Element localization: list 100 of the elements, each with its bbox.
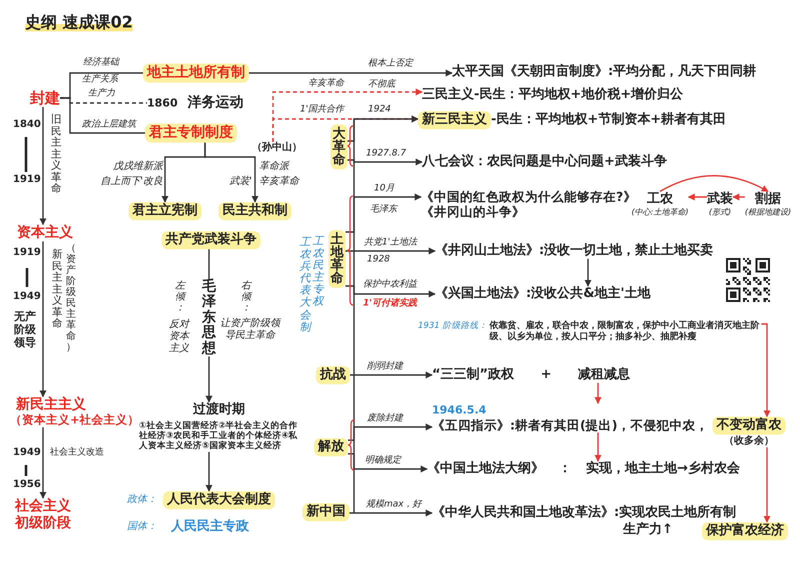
arrow — [40, 241, 46, 398]
note-label: 自上而下'改良 — [100, 176, 163, 188]
arrow — [206, 356, 212, 403]
highlight-label: 人民代表大会制度 — [163, 491, 275, 509]
highlight-label: 君主立宪制 — [128, 202, 202, 220]
heading: 过渡时期 — [193, 402, 245, 418]
highlight-label: 抗战 — [316, 366, 350, 384]
caption-label: （收多余） — [724, 435, 774, 448]
edge-label: 10月 — [374, 184, 394, 194]
highlight-label: 解放 — [314, 438, 348, 456]
year-label: 1919 — [13, 174, 41, 186]
connector-line — [353, 119, 355, 513]
connector-line — [208, 248, 210, 280]
edge-label: 保护中农利益 — [363, 280, 417, 290]
arrow — [350, 510, 433, 516]
arrow — [348, 116, 419, 142]
edge-label: 削弱封建 — [367, 362, 403, 372]
date-label: 1946.5.4 — [432, 403, 486, 417]
edge-label: 戊戌维新派 — [113, 161, 163, 173]
title: 史纲 速成课02 — [25, 12, 133, 32]
arrow — [764, 447, 770, 523]
note-label: 辛亥革命 — [259, 176, 299, 188]
era-label: 社会主义初级阶段 — [15, 498, 72, 532]
connector-line — [60, 97, 145, 134]
term-label: 武装 — [707, 191, 733, 207]
caption-label: (中心:土地革命) — [632, 207, 688, 217]
edge-label: 生产力 — [88, 88, 115, 100]
arrow — [40, 107, 46, 226]
note-label: 左倾： — [175, 280, 185, 314]
edge-label: 废除封建 — [367, 414, 403, 424]
term-label: 工农 — [647, 191, 673, 207]
edge-label: 规模max，好 — [366, 500, 422, 510]
note-label: 毛泽东 — [370, 204, 397, 216]
era-label: 资本主义 — [17, 224, 73, 242]
note-label: 生产关系 — [82, 74, 118, 86]
edge-label: 经济基础 — [83, 58, 119, 68]
arrow — [584, 258, 592, 287]
highlight-label: 新三民主义 — [418, 111, 491, 129]
year-label: 1919 — [13, 247, 41, 259]
edge-label: 共党1'土地法 — [364, 238, 418, 248]
highlight-label: 君主专制制度 — [145, 124, 237, 142]
note-label: 1'可付诸实践 — [363, 298, 418, 310]
note-text: 《五四指示》:耕者有其田(提出)，不侵犯中农， — [432, 418, 708, 433]
paragraph: 依靠贫、雇农，联合中农，限制富农，保护中小工商业者消灭地主阶级、以乡为单位，按人口平分；抽多补少、抽肥补瘦 — [489, 320, 760, 342]
note-label: 武装' — [229, 176, 252, 188]
note-text: 《井冈山土地法》:没收一切土地，禁止土地买卖 — [435, 243, 714, 259]
year-label: 1956 — [13, 479, 41, 491]
highlight-label: 地主土地所有制 — [143, 64, 249, 82]
year-label: 1860 — [147, 96, 178, 110]
note-label: 右倾： — [241, 280, 251, 314]
edge-label: 新民主主义革命 — [52, 250, 62, 330]
highlight-label: 保护富农经济 — [702, 522, 788, 540]
note-text: 八七会议：农民问题是中心问题+武装斗争 — [422, 154, 667, 170]
arrow — [732, 194, 745, 200]
arrow — [346, 285, 436, 298]
edge-label: 辛亥革命 — [308, 78, 344, 90]
edge-label: 1'国共合作 — [300, 104, 344, 116]
arrow — [688, 194, 707, 200]
note-text: “三三制”政权 + 减租减息 — [432, 367, 630, 383]
arrow — [249, 70, 453, 76]
note-label: 让资产阶级领导民主革命 — [219, 318, 281, 342]
note-text: 《兴国土地法》:没收公共&地主'土地 — [435, 286, 651, 302]
note-label: 工农民主专权 — [312, 236, 324, 308]
arrow — [346, 194, 422, 233]
book-title: 《中国的红色政权为什么能够存在?》 — [421, 189, 636, 204]
note-label: 反对资本主义 — [169, 319, 191, 355]
edge-label: 明确规定 — [365, 456, 401, 466]
highlight-label: 新中国 — [302, 503, 350, 521]
edge-label: 旧民主主义革命 — [50, 114, 62, 196]
vertical-label: 毛泽东思想 — [202, 280, 216, 356]
highlight-label: 民主共和制 — [218, 202, 292, 220]
highlight-label: 土地革命 — [328, 230, 346, 288]
arrow — [761, 323, 770, 418]
note-label: 不彻底 — [368, 80, 395, 90]
highlight-label: 不变动富农 — [712, 416, 786, 434]
note-text: -民生：平均地权+节制资本+耕者有其田 — [491, 112, 726, 128]
caption-label: 政体： — [127, 494, 157, 506]
arrow — [594, 432, 602, 462]
note-text: 太平天国《天朝田亩制度》:平均分配，凡天下田同耕 — [452, 64, 756, 80]
note-text: 《中国土地法大纲》 ： 实现，地主土地→乡村农会 — [427, 461, 740, 477]
paragraph: ①社会主义国营经济②半社会主义的合作社经济③农民和手工业者的个体经济④私人资本主义经济⑤国家资本主义经济 — [139, 420, 299, 452]
arrow — [40, 427, 46, 499]
year-label: 1840 — [13, 119, 41, 131]
caption-label: 国体： — [127, 521, 157, 533]
note-label: （资产阶级民主革命） — [66, 243, 76, 353]
note-label: 1928 — [367, 254, 390, 266]
edge-label: 1924 — [368, 104, 391, 116]
caption-label: 1931 阶级路线： — [418, 320, 488, 332]
note-label: 工农兵代表大会制 — [300, 236, 310, 334]
arrow — [348, 158, 423, 166]
event-label: 洋务运动 — [188, 94, 244, 112]
year-label: 1949 — [13, 447, 41, 459]
name-label: （孙中山） — [252, 142, 302, 154]
era-label: 封建 — [30, 89, 60, 107]
curved-arrow — [660, 175, 769, 192]
caption-label: (形式) — [708, 207, 732, 217]
note-text: 《中华人民共和国土地改革法》:实现农民土地所有制 — [432, 504, 736, 520]
note-text: 生产力↑ — [623, 522, 673, 538]
arrow — [346, 248, 436, 254]
term-label: 割据 — [755, 191, 781, 207]
